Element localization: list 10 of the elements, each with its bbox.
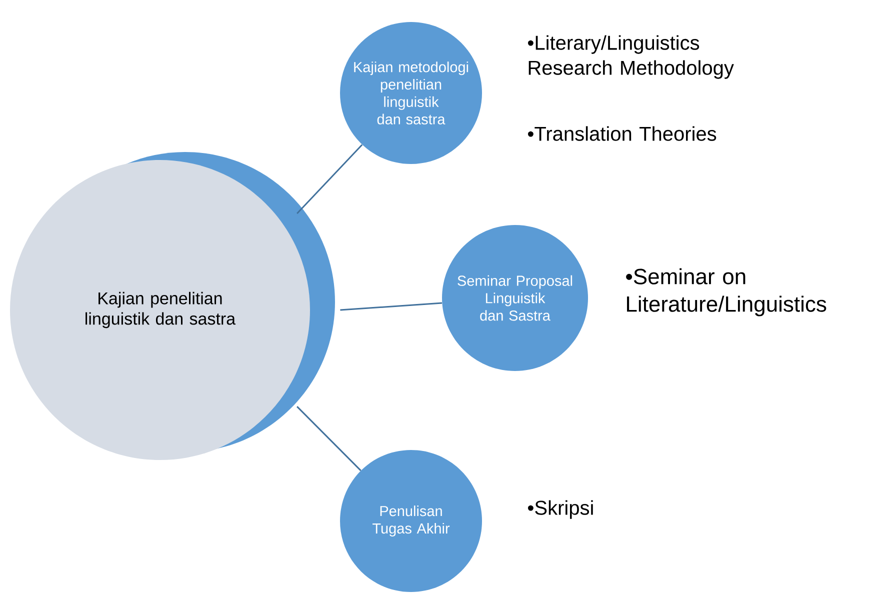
connector-line xyxy=(296,406,362,472)
bullet-text: •Skripsi xyxy=(528,500,593,519)
bullet-text: •Seminar on Literature/Linguistics xyxy=(626,268,826,316)
bullet-text: •Translation Theories xyxy=(528,126,716,141)
bullet-text: •Literary/Linguistics Research Methodology xyxy=(528,35,734,79)
circle-node: Penulisan Tugas Akhir xyxy=(340,450,482,592)
circle-node: Seminar Proposal Linguistik dan Sastra xyxy=(442,225,588,371)
circle-node: Kajian penelitian linguistik dan sastra xyxy=(10,160,310,460)
circle-node: Kajian metodologi penelitian linguistik dan sastra xyxy=(340,22,482,164)
connector-line xyxy=(340,302,442,311)
